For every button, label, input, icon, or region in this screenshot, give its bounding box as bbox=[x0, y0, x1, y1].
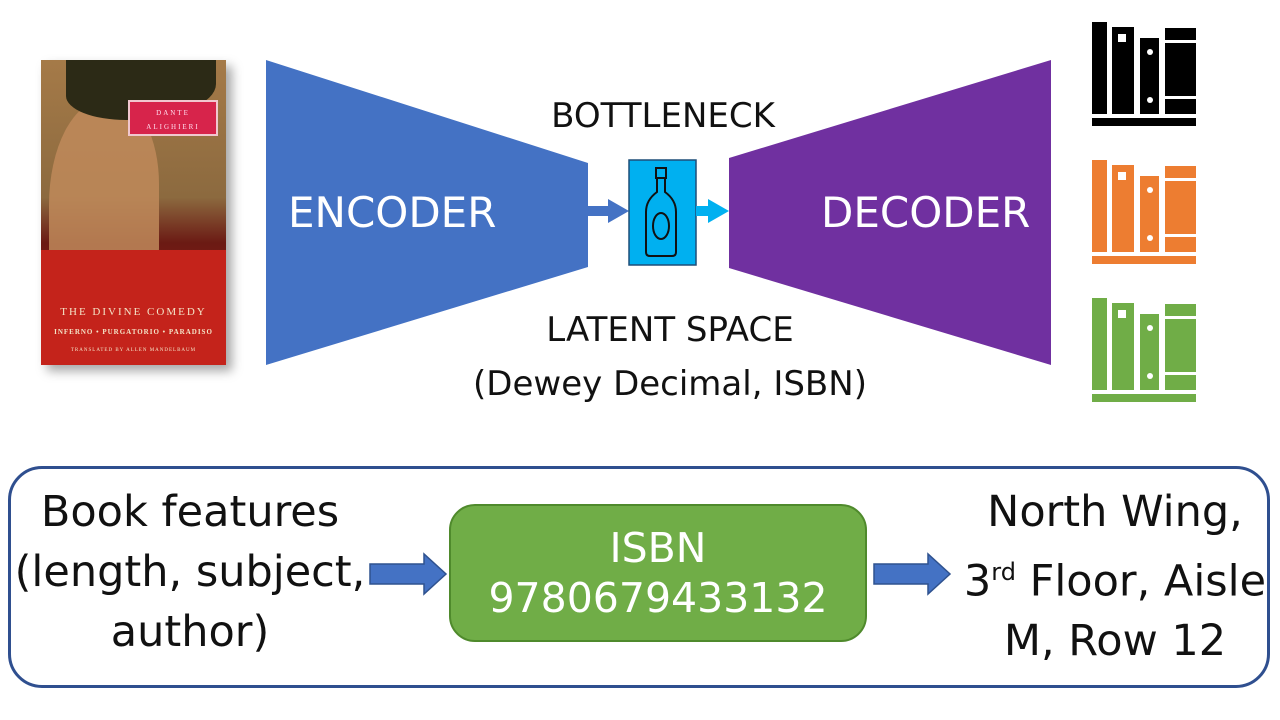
book-features-text: Book features (length, subject, author) bbox=[12, 482, 368, 662]
bottleneck-label: BOTTLENECK bbox=[551, 96, 775, 136]
bookshelf-icon bbox=[1092, 298, 1196, 402]
decoder-shape bbox=[729, 60, 1051, 365]
input-line-1: Book features bbox=[40, 487, 340, 537]
input-line-3: author) bbox=[110, 607, 270, 657]
autoencoder-diagram bbox=[266, 22, 1196, 402]
bottleneck-to-decoder-arrow bbox=[696, 199, 729, 223]
shelf-location-text: North Wing, 3rd Floor, Aisle M, Row 12 bbox=[950, 482, 1280, 671]
floor-ordinal-suffix: rd bbox=[991, 558, 1016, 586]
latent-space-examples: (Dewey Decimal, ISBN) bbox=[473, 364, 867, 404]
cover-parts: INFERNO • PURGATORIO • PARADISO bbox=[54, 328, 213, 336]
bookshelf-icon bbox=[1092, 160, 1196, 264]
isbn-value: 9780679433132 bbox=[488, 574, 828, 622]
output-line-1: North Wing, bbox=[987, 487, 1243, 537]
encoder-shape bbox=[266, 60, 588, 365]
encoder-label: ENCODER bbox=[288, 188, 497, 237]
floor-number: 3 bbox=[963, 556, 992, 607]
decoder-label: DECODER bbox=[821, 188, 1031, 237]
isbn-box: ISBN 9780679433132 bbox=[449, 504, 867, 642]
floor-aisle-text: Floor, Aisle bbox=[1015, 556, 1267, 607]
cover-author-label: DANTE ALIGHIERI bbox=[128, 100, 218, 136]
pipeline-panel bbox=[8, 466, 1270, 688]
isbn-label: ISBN bbox=[609, 524, 707, 572]
encoder-to-bottleneck-arrow bbox=[588, 199, 629, 223]
output-line-3: M, Row 12 bbox=[1003, 616, 1227, 667]
bookshelf-icon bbox=[1092, 22, 1196, 126]
output-line-2: 3rd Floor, Aisle bbox=[950, 542, 1280, 611]
input-line-2: (length, subject, bbox=[14, 547, 366, 597]
red-cloak bbox=[41, 250, 226, 365]
input-to-isbn-arrow bbox=[369, 552, 448, 596]
bottle-icon bbox=[645, 167, 677, 257]
cover-translator: TRANSLATED BY ALLEN MANDELBAUM bbox=[70, 348, 197, 353]
isbn-to-location-arrow bbox=[873, 552, 952, 596]
book-cover-image: DANTE ALIGHIERI THE DIVINE COMEDY INFERN… bbox=[41, 60, 226, 365]
latent-space-label: LATENT SPACE bbox=[546, 310, 794, 350]
cover-title: THE DIVINE COMEDY bbox=[60, 306, 207, 318]
